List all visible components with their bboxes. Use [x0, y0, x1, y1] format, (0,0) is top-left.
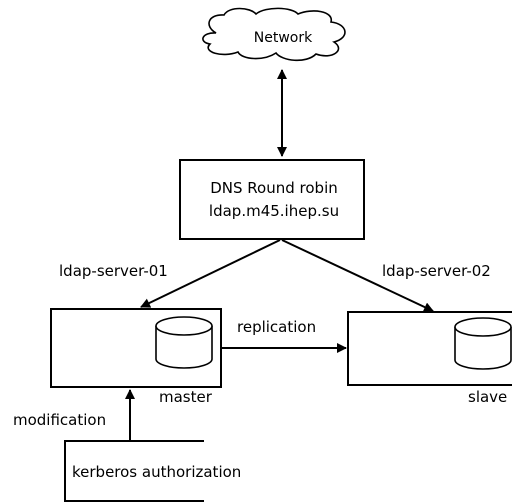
modification-label: modification [13, 411, 106, 429]
dns-round-robin-box: DNS Round robin ldap.m45.ihep.su [179, 159, 365, 240]
master-server-box: master [50, 308, 222, 406]
ldap-server-02-label: ldap-server-02 [382, 262, 491, 280]
network-label: Network [254, 30, 313, 46]
slave-server-box: slave [347, 311, 512, 406]
dns-to-master-arrow [140, 239, 281, 308]
dns-title: DNS Round robin [210, 179, 338, 197]
dns-to-slave-arrow [281, 239, 434, 312]
slave-database-icon [454, 317, 512, 370]
cloud-icon [202, 7, 346, 62]
kerberos-label: kerberos authorization [72, 463, 241, 481]
kerberos-authorization-box: kerberos authorization [64, 440, 241, 502]
master-database-icon [155, 316, 213, 369]
ldap-server-01-label: ldap-server-01 [59, 262, 168, 280]
dns-hostname: ldap.m45.ihep.su [209, 202, 339, 220]
master-label: master [159, 388, 213, 406]
network-cloud: Network [202, 7, 346, 62]
slave-label: slave [468, 388, 507, 406]
replication-label: replication [237, 318, 316, 336]
